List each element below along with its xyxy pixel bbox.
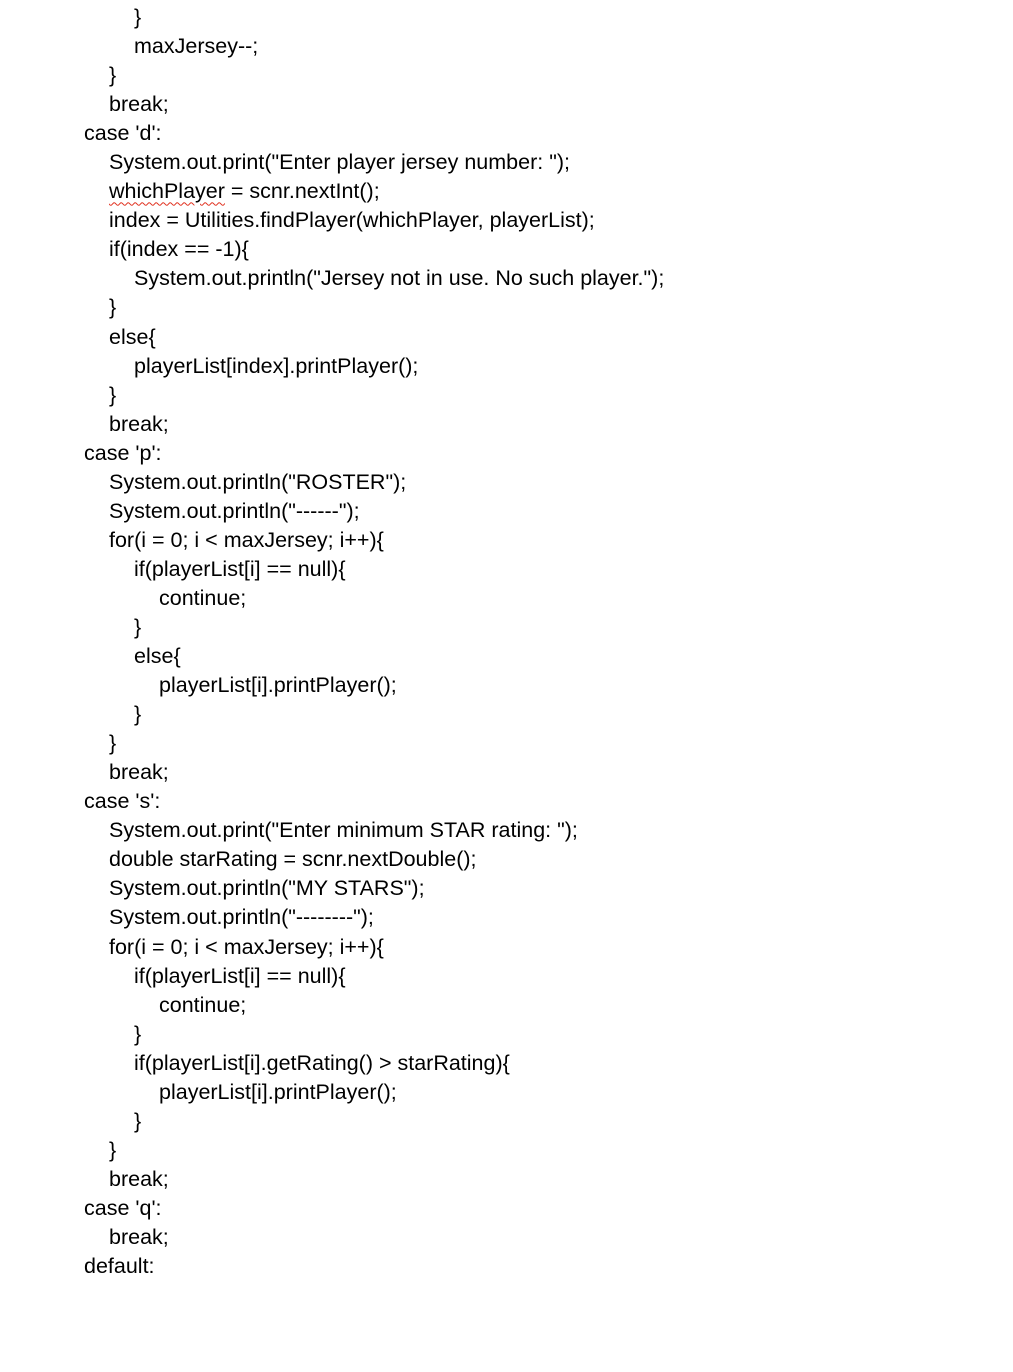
code-line: }: [84, 613, 664, 642]
code-line: for(i = 0; i < maxJersey; i++){: [84, 526, 664, 555]
code-line: }: [84, 700, 664, 729]
code-text: else{: [109, 324, 156, 349]
code-line: System.out.println("ROSTER");: [84, 468, 664, 497]
code-text: break;: [109, 411, 169, 436]
code-text: System.out.println("Jersey not in use. N…: [134, 266, 665, 291]
code-line: default:: [84, 1252, 664, 1281]
code-text: maxJersey--;: [134, 34, 259, 59]
code-line: }: [84, 729, 664, 758]
code-text: case 'd':: [84, 121, 162, 146]
code-text: playerList[index].printPlayer();: [134, 353, 419, 378]
code-text: break;: [109, 1166, 169, 1191]
code-line: }: [84, 1136, 664, 1165]
code-line: if(playerList[i] == null){: [84, 962, 664, 991]
code-text: else{: [134, 644, 181, 669]
code-text: case 'q':: [84, 1195, 162, 1220]
code-line: maxJersey--;: [84, 32, 664, 61]
code-line: }: [84, 1020, 664, 1049]
code-text: case 's':: [84, 789, 161, 814]
code-text: System.out.println("------");: [109, 498, 360, 523]
code-line: }: [84, 61, 664, 90]
code-line: playerList[index].printPlayer();: [84, 352, 664, 381]
code-text: case 'p':: [84, 440, 162, 465]
code-text: System.out.print("Enter player jersey nu…: [109, 150, 570, 175]
code-line: whichPlayer = scnr.nextInt();: [84, 177, 664, 206]
code-text: System.out.print("Enter minimum STAR rat…: [109, 818, 578, 843]
code-line: double starRating = scnr.nextDouble();: [84, 845, 664, 874]
code-text: }: [109, 295, 117, 320]
code-text: if(playerList[i] == null){: [134, 963, 346, 988]
code-line: playerList[i].printPlayer();: [84, 1078, 664, 1107]
code-text: for(i = 0; i < maxJersey; i++){: [109, 934, 384, 959]
code-line: continue;: [84, 991, 664, 1020]
code-text: }: [134, 614, 142, 639]
code-text: = scnr.nextInt();: [224, 179, 380, 204]
code-text: }: [109, 1137, 117, 1162]
code-line: index = Utilities.findPlayer(whichPlayer…: [84, 206, 664, 235]
code-text: }: [134, 5, 142, 29]
code-line: if(playerList[i] == null){: [84, 555, 664, 584]
code-line: for(i = 0; i < maxJersey; i++){: [84, 933, 664, 962]
code-line: break;: [84, 1165, 664, 1194]
code-text: System.out.println("--------");: [109, 905, 374, 930]
code-line: System.out.println("--------");: [84, 903, 664, 932]
code-line: break;: [84, 90, 664, 119]
code-text: break;: [109, 760, 169, 785]
code-text: continue;: [159, 585, 247, 610]
code-text: if(playerList[i] == null){: [134, 556, 346, 581]
code-line: case 's':: [84, 787, 664, 816]
code-text: for(i = 0; i < maxJersey; i++){: [109, 527, 384, 552]
code-line: case 'p':: [84, 439, 664, 468]
code-text: if(index == -1){: [109, 237, 249, 262]
code-text: }: [134, 1021, 142, 1046]
code-text: }: [109, 731, 117, 756]
code-block: } maxJersey--;} break; case 'd': System.out.…: [84, 3, 664, 1281]
code-text: break;: [109, 92, 169, 117]
misspelled-word[interactable]: whichPlayer: [109, 179, 225, 204]
code-text: }: [109, 63, 117, 88]
code-line: System.out.println("Jersey not in use. N…: [84, 264, 664, 293]
code-line: else{: [84, 323, 664, 352]
code-text: playerList[i].printPlayer();: [159, 673, 397, 698]
code-line: }: [84, 1107, 664, 1136]
code-line: else{: [84, 642, 664, 671]
code-line: System.out.println("MY STARS");: [84, 874, 664, 903]
code-line: }: [84, 3, 664, 32]
code-line: System.out.print("Enter minimum STAR rat…: [84, 816, 664, 845]
code-line: System.out.print("Enter player jersey nu…: [84, 148, 664, 177]
code-text: System.out.println("MY STARS");: [109, 876, 425, 901]
code-line: System.out.println("------");: [84, 497, 664, 526]
code-text: double starRating = scnr.nextDouble();: [109, 847, 477, 872]
code-text: continue;: [159, 992, 247, 1017]
code-line: break;: [84, 410, 664, 439]
code-line: break;: [84, 1223, 664, 1252]
code-text: }: [109, 382, 117, 407]
code-line: break;: [84, 758, 664, 787]
code-line: if(index == -1){: [84, 235, 664, 264]
code-text: break;: [109, 1224, 169, 1249]
code-text: if(playerList[i].getRating() > starRatin…: [134, 1050, 510, 1075]
code-line: if(playerList[i].getRating() > starRatin…: [84, 1049, 664, 1078]
code-line: }: [84, 293, 664, 322]
code-line: playerList[i].printPlayer();: [84, 671, 664, 700]
code-text: System.out.println("ROSTER");: [109, 469, 407, 494]
code-text: }: [134, 1108, 142, 1133]
code-line: case 'q':: [84, 1194, 664, 1223]
code-text: index = Utilities.findPlayer(whichPlayer…: [109, 208, 595, 233]
code-line: case 'd':: [84, 119, 664, 148]
code-line: }: [84, 381, 664, 410]
code-line: continue;: [84, 584, 664, 613]
code-text: playerList[i].printPlayer();: [159, 1079, 397, 1104]
code-text: default:: [84, 1254, 155, 1279]
code-text: }: [134, 702, 142, 727]
